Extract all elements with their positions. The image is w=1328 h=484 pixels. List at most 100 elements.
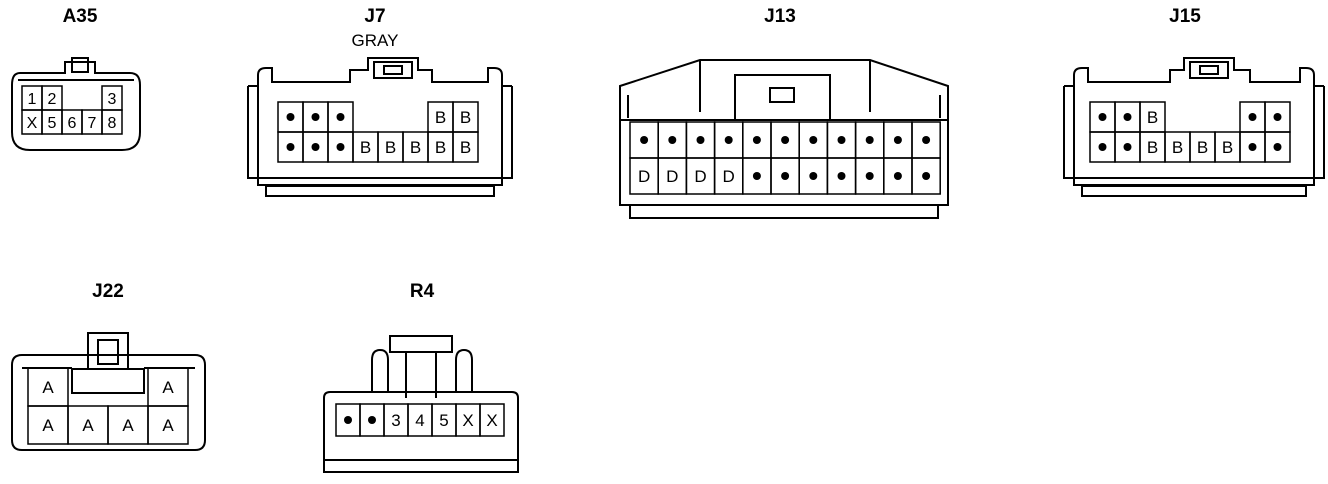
- pin-label: B: [435, 108, 446, 127]
- pin-dot: [724, 136, 733, 144]
- pin-dot: [1273, 143, 1282, 151]
- pin-dot: [809, 136, 818, 144]
- pin-label: X: [486, 411, 497, 430]
- pin-label: 5: [48, 115, 57, 132]
- connector-r4-pin-r1-c6: X: [455, 403, 481, 437]
- pin-label: B: [1147, 138, 1158, 157]
- pin-dot: [286, 143, 295, 151]
- pin-dot: [336, 113, 345, 121]
- pin-dot: [893, 172, 902, 180]
- pin-label: B: [460, 108, 471, 127]
- pin-label: 8: [108, 115, 117, 132]
- pin-label: B: [1147, 108, 1158, 127]
- pin-label: X: [27, 115, 38, 132]
- pin-label: B: [385, 138, 396, 157]
- pin-dot: [1098, 113, 1107, 121]
- pin-dot: [368, 416, 376, 424]
- pin-label: B: [1197, 138, 1208, 157]
- pin-dot: [1123, 143, 1132, 151]
- pin-label: 3: [108, 91, 117, 108]
- connector-j13-title: J13: [764, 6, 796, 27]
- connector-r4-pin-r1-c3: 3: [383, 403, 409, 437]
- pin-dot: [1248, 143, 1257, 151]
- pin-dot: [696, 136, 705, 144]
- pin-label: B: [435, 138, 446, 157]
- pin-dot: [752, 172, 761, 180]
- pin-label: B: [360, 138, 371, 157]
- pin-dot: [1248, 113, 1257, 121]
- connector-j7-title: J7: [364, 6, 386, 27]
- pin-dot: [809, 172, 818, 180]
- pin-dot: [922, 136, 931, 144]
- connector-a35-pin-r2-c5: 8: [101, 109, 123, 135]
- connector-r4-pin-r1-c5: 5: [431, 403, 457, 437]
- pin-dot: [1123, 113, 1132, 121]
- pin-dot: [311, 113, 320, 121]
- connector-a35-title: A35: [62, 6, 98, 27]
- pin-label: 1: [28, 91, 37, 108]
- pin-dot: [922, 172, 931, 180]
- pin-dot: [311, 143, 320, 151]
- pin-dot: [865, 172, 874, 180]
- connector-j22-title: J22: [92, 281, 124, 302]
- connector-j7-pin-r2-c8: B: [452, 131, 479, 163]
- pin-label: A: [42, 378, 54, 397]
- connector-r4-pin-r1-c4: 4: [407, 403, 433, 437]
- pin-label: B: [460, 138, 471, 157]
- connector-j15-title: J15: [1169, 6, 1201, 27]
- connector-j7-color: GRAY: [351, 31, 399, 50]
- pin-dot: [893, 136, 902, 144]
- pin-label: 4: [415, 411, 424, 430]
- connector-j15-pin-r2-c8: [1264, 131, 1291, 163]
- connector-j13-pin-r2-c11: [911, 157, 941, 195]
- connector-r4-pin-r1-c2: [359, 403, 385, 437]
- pin-dot: [640, 136, 649, 144]
- pin-label: B: [1172, 138, 1183, 157]
- pin-dot: [344, 416, 352, 424]
- pin-label: A: [162, 378, 174, 397]
- pin-label: A: [122, 416, 134, 435]
- pin-label: 7: [88, 115, 97, 132]
- pin-dot: [286, 113, 295, 121]
- pin-dot: [1098, 143, 1107, 151]
- connector-j13-housing: [619, 59, 949, 219]
- pin-dot: [781, 136, 790, 144]
- pin-dot: [837, 136, 846, 144]
- connector-r4-housing: [323, 335, 519, 473]
- pin-label: B: [1222, 138, 1233, 157]
- pin-label: 3: [391, 411, 400, 430]
- pin-label: D: [666, 167, 678, 186]
- pin-label: 6: [68, 115, 77, 132]
- pin-label: B: [410, 138, 421, 157]
- pin-dot: [752, 136, 761, 144]
- pin-label: A: [42, 416, 54, 435]
- connector-j7-housing: [247, 57, 513, 197]
- pin-dot: [1273, 113, 1282, 121]
- pin-label: X: [462, 411, 473, 430]
- pin-dot: [781, 172, 790, 180]
- connector-r4-title: R4: [409, 281, 435, 302]
- pin-dot: [668, 136, 677, 144]
- connector-r4-pin-r1-c7: X: [479, 403, 505, 437]
- pin-label: D: [694, 167, 706, 186]
- connector-j22-pin-r2-c4: A: [147, 405, 189, 445]
- connector-a35-housing: [11, 57, 141, 151]
- pin-label: 2: [48, 91, 57, 108]
- pin-dot: [837, 172, 846, 180]
- pin-label: 5: [439, 411, 448, 430]
- connector-r4-pin-r1-c1: [335, 403, 361, 437]
- pin-label: D: [723, 167, 735, 186]
- pin-label: D: [638, 167, 650, 186]
